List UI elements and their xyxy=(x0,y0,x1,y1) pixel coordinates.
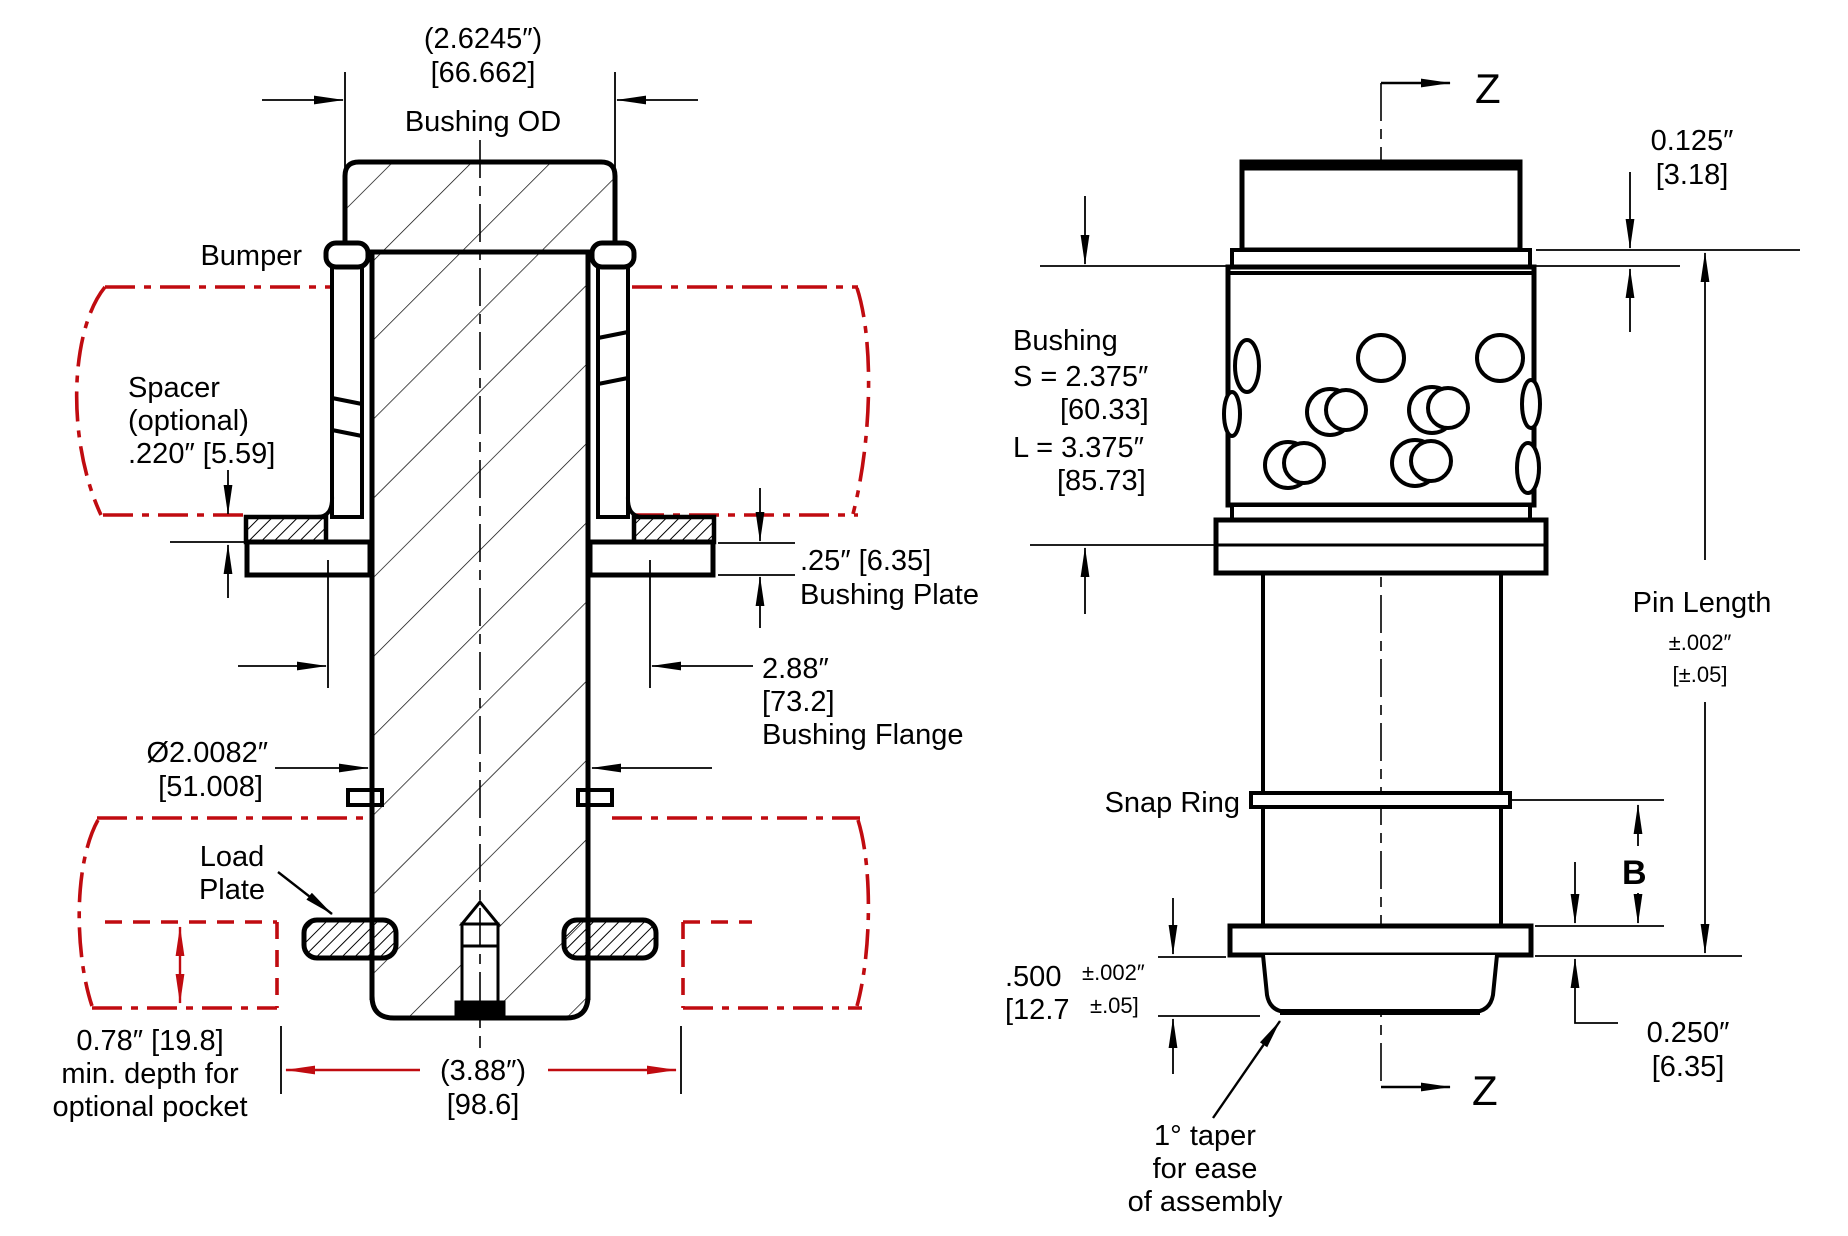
pin-diameter-inch: Ø2.0082″ xyxy=(146,737,268,769)
bumper-sleeve xyxy=(316,264,644,519)
dimension-spacer xyxy=(170,470,244,598)
bushing-l-mm: [85.73] xyxy=(1057,465,1146,497)
bumper-caps xyxy=(323,240,637,270)
pin-top-cap xyxy=(1239,159,1523,253)
pin-length-tol-mm: [±.05] xyxy=(1673,662,1728,687)
bushing-label: Bushing xyxy=(1013,325,1118,357)
spacer-label-2: (optional) xyxy=(128,405,249,437)
tip-length-mm-tol: ±.05] xyxy=(1090,993,1139,1018)
ball-hole xyxy=(1515,441,1541,495)
phantom-die-plate-lines xyxy=(74,285,871,1010)
ball-hole xyxy=(1282,441,1326,485)
ball-hole xyxy=(1324,388,1368,432)
bushing-plate xyxy=(244,539,716,578)
load-plate-leader-arrow xyxy=(277,871,333,915)
ball-hole xyxy=(1356,333,1406,383)
dimension-overall-width-extensions xyxy=(280,1026,682,1094)
snap-ring xyxy=(1249,791,1512,809)
bushing-plate-dim: .25″ [6.35] xyxy=(800,545,931,577)
tip-length-value: .500 xyxy=(1005,961,1061,993)
pin-length-label: Pin Length xyxy=(1633,587,1772,619)
z-axis-bottom-label: Z xyxy=(1472,1067,1498,1114)
bushing-flange-mm: [73.2] xyxy=(762,686,835,718)
ball-hole xyxy=(1426,386,1470,430)
taper-note-2: for ease xyxy=(1153,1153,1258,1185)
dimension-bushing-plate xyxy=(718,488,795,628)
step-height-mm: [3.18] xyxy=(1656,159,1729,191)
bushing-flange-label: Bushing Flange xyxy=(762,719,964,751)
taper-leader-arrow xyxy=(1212,1020,1281,1119)
bushing-od-mm: [66.662] xyxy=(431,57,536,89)
overall-width-inch: (3.88″) xyxy=(440,1055,526,1087)
pocket-note-1: 0.78″ [19.8] xyxy=(76,1025,223,1057)
flange-thickness-mm: [6.35] xyxy=(1652,1051,1725,1083)
step-height-inch: 0.125″ xyxy=(1651,125,1734,157)
ball-hole xyxy=(1520,378,1542,430)
pin-tapered-tip xyxy=(1261,954,1499,1014)
tip-length-tol: ±.002″ xyxy=(1082,960,1145,985)
dimension-pin-length xyxy=(1535,252,1742,957)
bushing-od-inch: (2.6245″) xyxy=(424,23,542,55)
left-section-view: (2.6245″) [66.662] Bushing OD Bumper Spa… xyxy=(52,23,979,1123)
phantom-pocket-outline xyxy=(105,920,752,1008)
pin-bottom-flange xyxy=(1227,923,1534,958)
pin-shaft xyxy=(1261,573,1503,926)
ball-hole xyxy=(1409,439,1453,483)
bushing-l: L = 3.375″ xyxy=(1013,432,1144,464)
pocket-note-2: min. depth for xyxy=(61,1058,239,1090)
tip-length-mm: [12.7 xyxy=(1005,994,1070,1026)
ball-hole xyxy=(1233,338,1261,394)
dimension-b xyxy=(1535,804,1664,927)
pin-step-collar xyxy=(1230,248,1532,269)
snap-ring-label: Snap Ring xyxy=(1105,787,1240,819)
ball-hole xyxy=(1222,390,1242,438)
pocket-note-3: optional pocket xyxy=(52,1091,247,1123)
bushing-plate-label: Bushing Plate xyxy=(800,579,979,611)
pin-side-view: Z 0.125″ [3.18] Bushing S = 2.375″ [60.3… xyxy=(1005,65,1800,1218)
dimension-bushing-od xyxy=(262,72,698,240)
taper-note-1: 1° taper xyxy=(1154,1120,1256,1152)
dimension-bushing-flange xyxy=(238,560,753,688)
bushing-flange-inch: 2.88″ xyxy=(762,653,829,685)
bushing-od-label: Bushing OD xyxy=(405,106,561,138)
spacer-label-3: .220″ [5.59] xyxy=(128,438,275,470)
dimension-tip-length xyxy=(1158,898,1260,1074)
load-plate-label-1: Load xyxy=(200,841,265,873)
spacer-label-1: Spacer xyxy=(128,372,220,404)
dimension-bushing-length xyxy=(1030,196,1226,614)
bumper-cap-right xyxy=(589,240,637,270)
overall-width-mm: [98.6] xyxy=(447,1089,520,1121)
bumper-cap-left xyxy=(323,240,371,270)
ball-cage xyxy=(1222,264,1542,508)
z-axis-top-label: Z xyxy=(1475,65,1501,112)
dimension-step-height xyxy=(1536,172,1800,332)
taper-note-3: of assembly xyxy=(1128,1186,1283,1218)
bumper-label: Bumper xyxy=(200,240,302,272)
pin-length-tol: ±.002″ xyxy=(1669,630,1732,655)
bushing-s-mm: [60.33] xyxy=(1060,394,1149,426)
pin-diameter-mm: [51.008] xyxy=(158,771,263,803)
pin-flange xyxy=(1213,517,1549,576)
dimension-flange-thickness xyxy=(1570,862,1618,1024)
ball-hole xyxy=(1475,333,1525,383)
bushing-s: S = 2.375″ xyxy=(1013,361,1148,393)
b-dimension-label: B xyxy=(1622,854,1647,892)
flange-thickness-inch: 0.250″ xyxy=(1647,1017,1730,1049)
load-plate-label-2: Plate xyxy=(199,874,265,906)
